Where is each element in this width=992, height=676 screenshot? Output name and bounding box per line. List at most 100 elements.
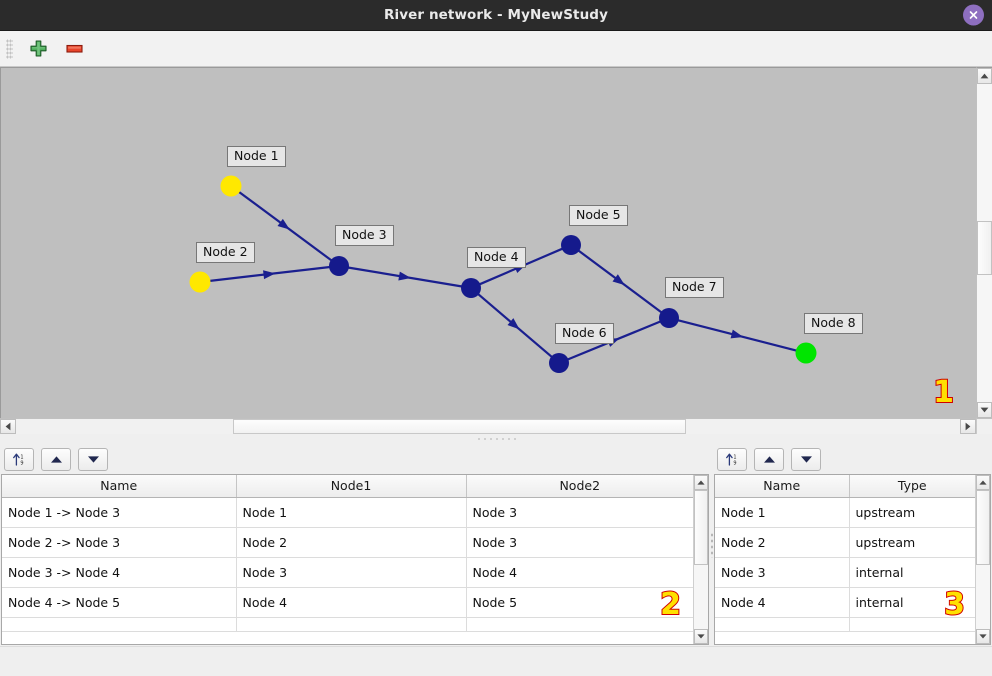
arrow-up-icon	[50, 455, 62, 463]
column-header-node1[interactable]: Node1	[236, 475, 467, 498]
table-cell[interactable]: internal	[849, 557, 975, 588]
network-canvas[interactable]: Node 1 Node 2 Node 3 Node 4 Node 5 Node 6 Node…	[0, 67, 976, 418]
svg-text:1: 1	[20, 454, 23, 460]
table-cell[interactable]: Node 1	[715, 497, 850, 528]
table-cell[interactable]: Node 3 -> Node 4	[2, 557, 237, 588]
vertical-splitter-grip	[710, 532, 713, 558]
main-toolbar	[0, 31, 992, 67]
node-label-n8[interactable]: Node 8	[804, 313, 863, 334]
links-table-scrollbar[interactable]	[693, 475, 708, 644]
links-pane: 1 9	[0, 444, 710, 646]
nodes-move-up-button[interactable]	[754, 447, 784, 471]
toolbar-grip[interactable]	[6, 38, 13, 59]
graph-node	[189, 271, 211, 293]
canvas-hscroll-track[interactable]	[16, 419, 960, 434]
titlebar: River network - MyNewStudy	[0, 0, 992, 31]
status-bar	[0, 646, 992, 676]
table-cell[interactable]: Node 4 -> Node 5	[2, 587, 237, 618]
canvas-horizontal-scrollbar[interactable]	[0, 418, 976, 434]
horizontal-splitter[interactable]	[0, 434, 992, 444]
table-cell[interactable]: Node 3	[466, 497, 693, 528]
links-scroll-thumb[interactable]	[694, 490, 708, 566]
table-cell[interactable]: Node 2	[236, 527, 467, 558]
table-cell[interactable]: Node 1 -> Node 3	[2, 497, 237, 528]
canvas-hscroll-thumb[interactable]	[233, 419, 687, 434]
node-label-n2[interactable]: Node 2	[196, 242, 255, 263]
svg-text:1: 1	[733, 454, 736, 460]
nodes-move-down-button[interactable]	[791, 447, 821, 471]
scroll-left-button[interactable]	[0, 419, 16, 434]
caret-up-icon	[980, 73, 989, 79]
canvas-vscroll-track[interactable]	[977, 84, 992, 402]
nodes-scroll-down-button[interactable]	[976, 629, 990, 644]
canvas-vscroll-thumb[interactable]	[977, 220, 992, 275]
column-header-type[interactable]: Type	[849, 475, 975, 498]
sort-ascending-icon: 1 9	[12, 453, 23, 466]
node-label-n7[interactable]: Node 7	[665, 277, 724, 298]
nodes-sort-button[interactable]: 1 9	[717, 447, 747, 471]
nodes-scroll-thumb[interactable]	[976, 490, 990, 566]
close-button[interactable]	[963, 4, 984, 26]
caret-down-icon	[979, 634, 987, 639]
nodes-table-scrollbar[interactable]	[975, 475, 990, 644]
canvas-vertical-scrollbar[interactable]	[976, 67, 992, 418]
node-label-n6[interactable]: Node 6	[555, 323, 614, 344]
table-cell[interactable]: upstream	[849, 527, 975, 558]
table-cell[interactable]: upstream	[849, 497, 975, 528]
links-move-down-button[interactable]	[78, 447, 108, 471]
scroll-down-button[interactable]	[977, 402, 992, 418]
column-header-name[interactable]: Name	[715, 475, 850, 498]
scroll-up-button[interactable]	[977, 68, 992, 84]
table-cell[interactable]: Node 3	[715, 557, 850, 588]
edge-arrow-icon	[730, 329, 744, 339]
scroll-right-button[interactable]	[960, 419, 976, 434]
links-scroll-up-button[interactable]	[694, 475, 708, 490]
table-cell[interactable]: Node 2	[715, 527, 850, 558]
links-sort-button[interactable]: 1 9	[4, 447, 34, 471]
column-header-node2[interactable]: Node2	[466, 475, 693, 498]
node-label-n5[interactable]: Node 5	[569, 205, 628, 226]
links-toolbar: 1 9	[0, 444, 710, 474]
caret-down-icon	[697, 634, 705, 639]
table-cell[interactable]: internal	[849, 587, 975, 618]
caret-up-icon	[979, 480, 987, 485]
delete-node-button[interactable]	[63, 38, 85, 60]
table-cell[interactable]: Node 5	[466, 587, 693, 618]
column-header-name[interactable]: Name	[2, 475, 237, 498]
node-label-n1[interactable]: Node 1	[227, 146, 286, 167]
add-node-button[interactable]	[27, 38, 49, 60]
graph-node	[561, 235, 581, 255]
links-move-up-button[interactable]	[41, 447, 71, 471]
nodes-scroll-up-button[interactable]	[976, 475, 990, 490]
tables-region: 1 9	[0, 444, 992, 646]
links-scroll-track[interactable]	[694, 490, 708, 629]
table-cell[interactable]: Node 4	[466, 557, 693, 588]
nodes-scroll-track[interactable]	[976, 490, 990, 629]
vertical-splitter[interactable]	[710, 444, 713, 646]
table-cell[interactable]: Node 2 -> Node 3	[2, 527, 237, 558]
table-cell[interactable]: Node 3	[466, 527, 693, 558]
node-label-n4[interactable]: Node 4	[467, 247, 526, 268]
close-icon	[969, 11, 978, 19]
table-cell[interactable]: Node 1	[236, 497, 467, 528]
node-label-n3[interactable]: Node 3	[335, 225, 394, 246]
table-cell-empty	[715, 617, 850, 632]
table-cell[interactable]: Node 4	[715, 587, 850, 618]
table-cell[interactable]: Node 3	[236, 557, 467, 588]
table-cell[interactable]: Node 4	[236, 587, 467, 618]
links-scroll-down-button[interactable]	[694, 629, 708, 644]
